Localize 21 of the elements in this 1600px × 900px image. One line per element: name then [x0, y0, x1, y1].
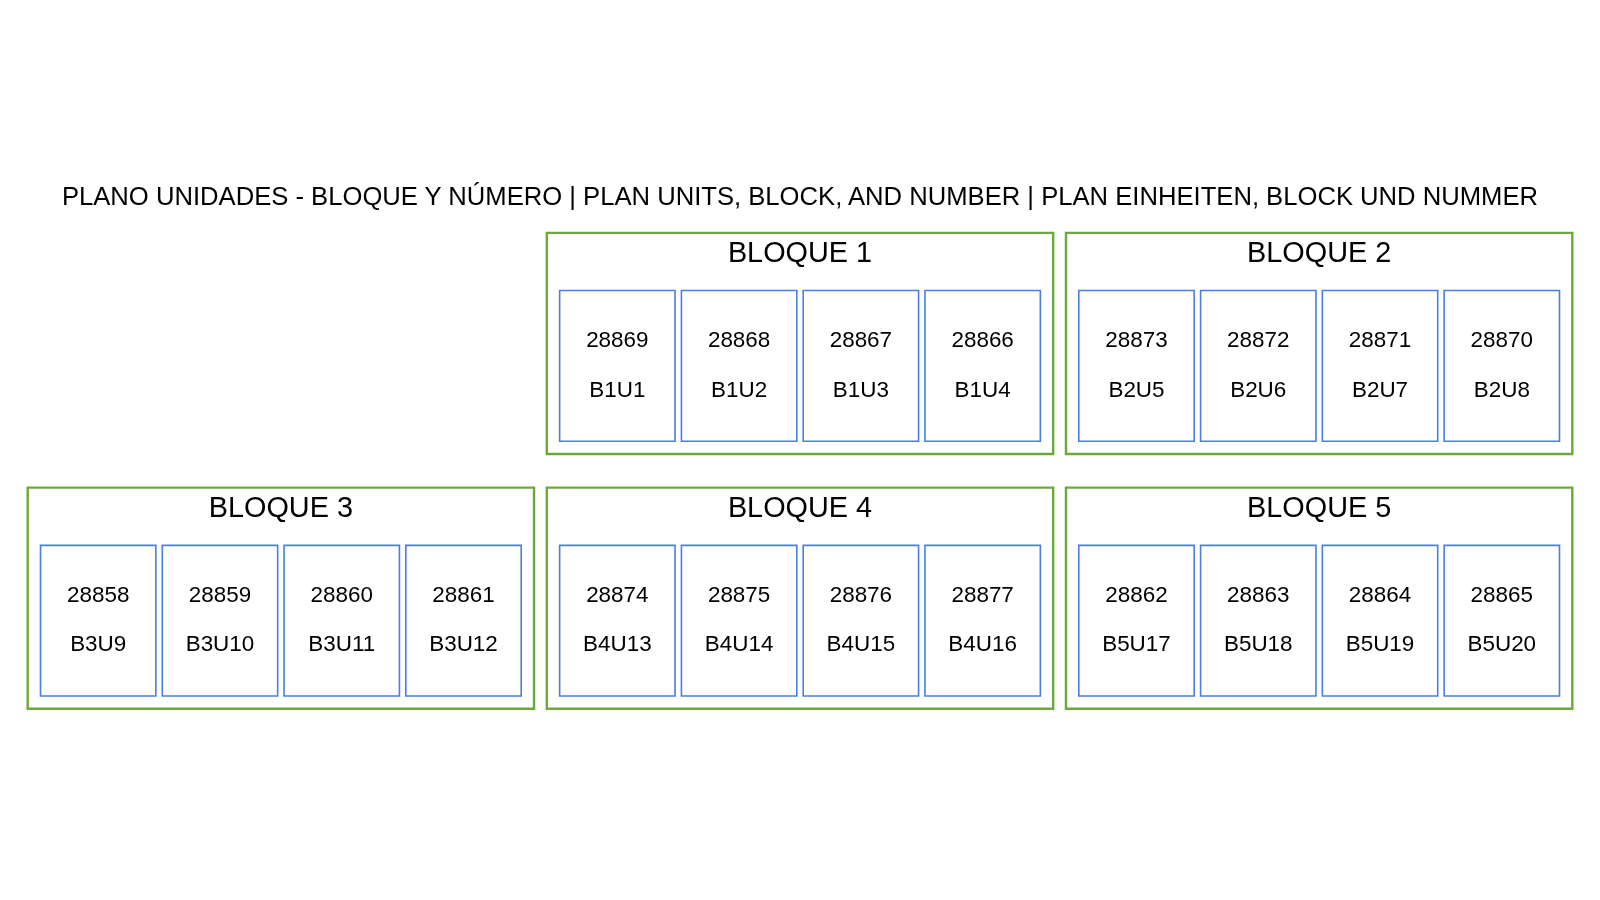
node-box: 28865 B5U20 [1443, 544, 1561, 697]
node-box: 28876 B4U15 [802, 544, 920, 697]
node-box: 28864 B5U19 [1321, 544, 1439, 697]
diagram-title: PLANO UNIDADES - BLOQUE Y NÚMERO | PLAN UNITS, BLOCK, AND NUMBER | PLAN EINHEITEN, BLOCK UND NUMMER [61, 182, 1539, 211]
node-box: 28868 B1U2 [680, 289, 798, 442]
node-box: 28866 B1U4 [924, 289, 1042, 442]
node-box: 28870 B2U8 [1443, 289, 1561, 442]
node-box: 28873 B2U5 [1078, 289, 1195, 442]
node-box: 28871 B2U7 [1321, 289, 1439, 442]
node-box: 28877 B4U16 [924, 544, 1042, 697]
node-box: 28872 B2U6 [1199, 289, 1317, 442]
node-box: 28861 B3U12 [405, 544, 522, 697]
node-box: 28859 B3U10 [161, 544, 279, 697]
node-box: 28858 B3U9 [39, 544, 157, 697]
node-box: 28863 B5U18 [1199, 544, 1317, 697]
node-box: 28875 B4U14 [680, 544, 798, 697]
node-box: 28869 B1U1 [558, 289, 676, 442]
node-box: 28867 B1U3 [802, 289, 920, 442]
node-box: 28862 B5U17 [1078, 544, 1195, 697]
node-box: 28860 B3U11 [283, 544, 401, 697]
node-box: 28874 B4U13 [558, 544, 676, 697]
